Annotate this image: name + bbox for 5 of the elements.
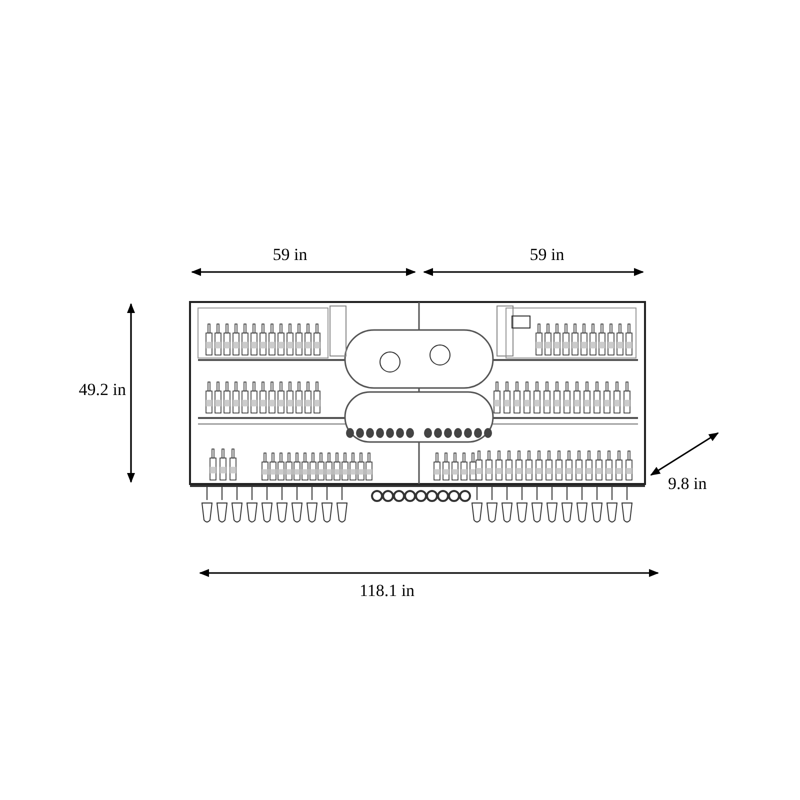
dimension-label: 9.8 in — [668, 474, 708, 494]
dimension-label: 59 in — [272, 245, 308, 265]
dimension-label: 118.1 in — [358, 581, 416, 601]
dimension-label: 49.2 in — [78, 380, 126, 400]
dimension-label: 59 in — [528, 245, 566, 265]
